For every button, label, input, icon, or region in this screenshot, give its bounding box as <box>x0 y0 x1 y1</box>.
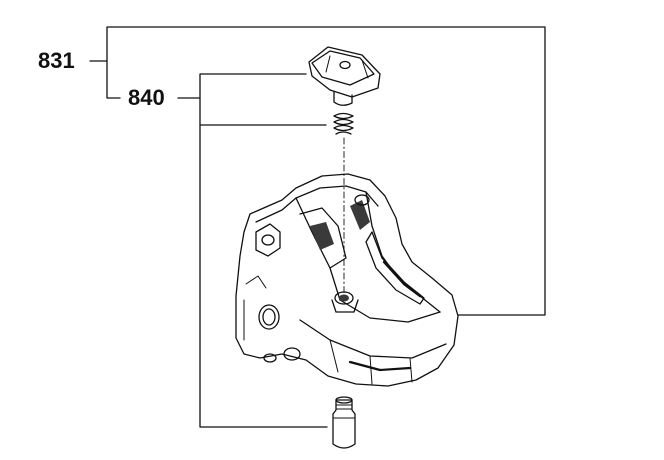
locking-pin-part <box>332 396 356 449</box>
callout-label-831: 831 <box>38 48 75 73</box>
callout-label-840: 840 <box>128 85 165 110</box>
leader-line-831-to-840 <box>106 60 121 99</box>
gear-housing-part <box>235 173 459 387</box>
leader-line-840 <box>177 73 307 99</box>
leader-lines <box>89 26 546 428</box>
clamp-lever-part <box>308 46 381 106</box>
leader-line-831 <box>89 26 546 316</box>
bracket-line-840 <box>199 97 328 428</box>
housing-outline <box>235 173 459 387</box>
compression-spring-part <box>333 112 354 135</box>
